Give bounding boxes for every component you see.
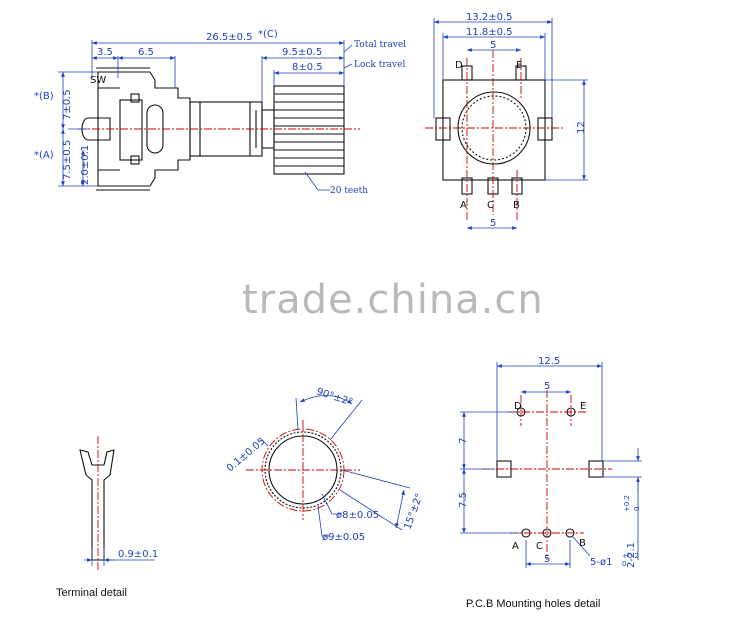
front-pin-d: D [455, 60, 463, 71]
dim-pcb-lower: 7.5 [458, 492, 469, 508]
pcb-pin-d: D [514, 401, 522, 412]
terminal-detail: 0.9±0.1 Terminal detail [56, 436, 158, 599]
dim-pcb-width: 12.5 [538, 356, 560, 367]
dim-total-length-mark: *(C) [258, 29, 278, 40]
dim-knurl-depth: 0.1±0.05 [225, 436, 268, 474]
dim-knurl-inner-dia: ø8±0.05 [336, 510, 379, 521]
pcb-pin-c: C [536, 541, 543, 552]
dim-width-outer: 13.2±0.5 [466, 12, 513, 23]
dim-pitch-bottom: 5 [490, 218, 496, 229]
dim-total-travel: 9.5±0.5 [282, 47, 322, 58]
front-pin-b: B [513, 200, 520, 211]
dim-knurl-tooth-angle: 15°±2° [402, 492, 425, 531]
dim-pcb-holes: 5-ø1 [590, 557, 612, 568]
dim-height: 12 [576, 121, 587, 134]
dim-total-length: 26.5±0.5 [206, 32, 253, 43]
side-view: 26.5±0.5 *(C) 3.5 6.5 9.5±0.5 Total trav… [34, 29, 406, 196]
dim-pcb-slot-tol-low: 0 [633, 507, 641, 511]
pcb-pin-e: E [580, 401, 586, 412]
dim-pcb-slot: 2-2.1 [626, 542, 637, 568]
dim-pcb-holes-tol: +0.2 [622, 552, 639, 560]
watermark: trade.china.cn [242, 277, 544, 323]
dim-terminal: 0.9±0.1 [118, 549, 158, 560]
dim-knurl-outer-dia: ø9±0.05 [322, 532, 365, 543]
mark-a: *(A) [34, 150, 54, 161]
front-view: 13.2±0.5 11.8±0.5 5 5 12 D E A C B [425, 12, 588, 230]
dim-6-5: 6.5 [138, 47, 154, 58]
dim-pcb-pitch-bottom: 5 [544, 554, 550, 565]
front-pin-e: E [516, 60, 522, 71]
mark-b: *(B) [34, 91, 54, 102]
side-view-knob [273, 85, 345, 175]
dim-pcb-holes-tol-low: 0 [622, 560, 626, 568]
pcb-pin-a: A [512, 541, 519, 552]
label-sw: SW [90, 75, 106, 86]
note-teeth: 20 teeth [330, 186, 368, 196]
knurl-detail: 90°±2° 0.1±0.05 15°±2° ø8±0.05 ø9±0.05 [225, 386, 426, 543]
front-pin-a: A [460, 200, 467, 211]
dim-height-a: 7.5±0.5 [62, 140, 73, 180]
front-pin-c: C [487, 200, 494, 211]
dim-lock-travel: 8±0.5 [292, 62, 323, 73]
pcb-detail: 12.5 5 5 7 7.5 2-2.1 +0.2 0 5-ø1 +0.2 0 … [458, 356, 642, 610]
caption-pcb-detail: P.C.B Mounting holes detail [466, 598, 600, 610]
dim-pin-2: 2.0±0.1 [80, 145, 91, 185]
dim-height-b: 7±0.5 [62, 89, 73, 120]
side-view-body [81, 67, 191, 191]
dim-knurl-angle: 90°±2° [315, 386, 354, 408]
caption-terminal-detail: Terminal detail [56, 587, 127, 599]
dim-pcb-slot-tol: +0.2 [623, 495, 631, 512]
dim-3-5: 3.5 [97, 47, 113, 58]
dim-pcb-pitch-top: 5 [544, 381, 550, 392]
dim-width-inner: 11.8±0.5 [466, 27, 513, 38]
note-total-travel: Total travel [354, 40, 406, 50]
note-lock-travel: Lock travel [354, 60, 405, 70]
dim-pitch-top: 5 [490, 40, 496, 51]
dim-pcb-upper: 7 [458, 438, 469, 444]
pcb-pin-b: B [579, 538, 586, 549]
front-view-body [442, 79, 546, 181]
